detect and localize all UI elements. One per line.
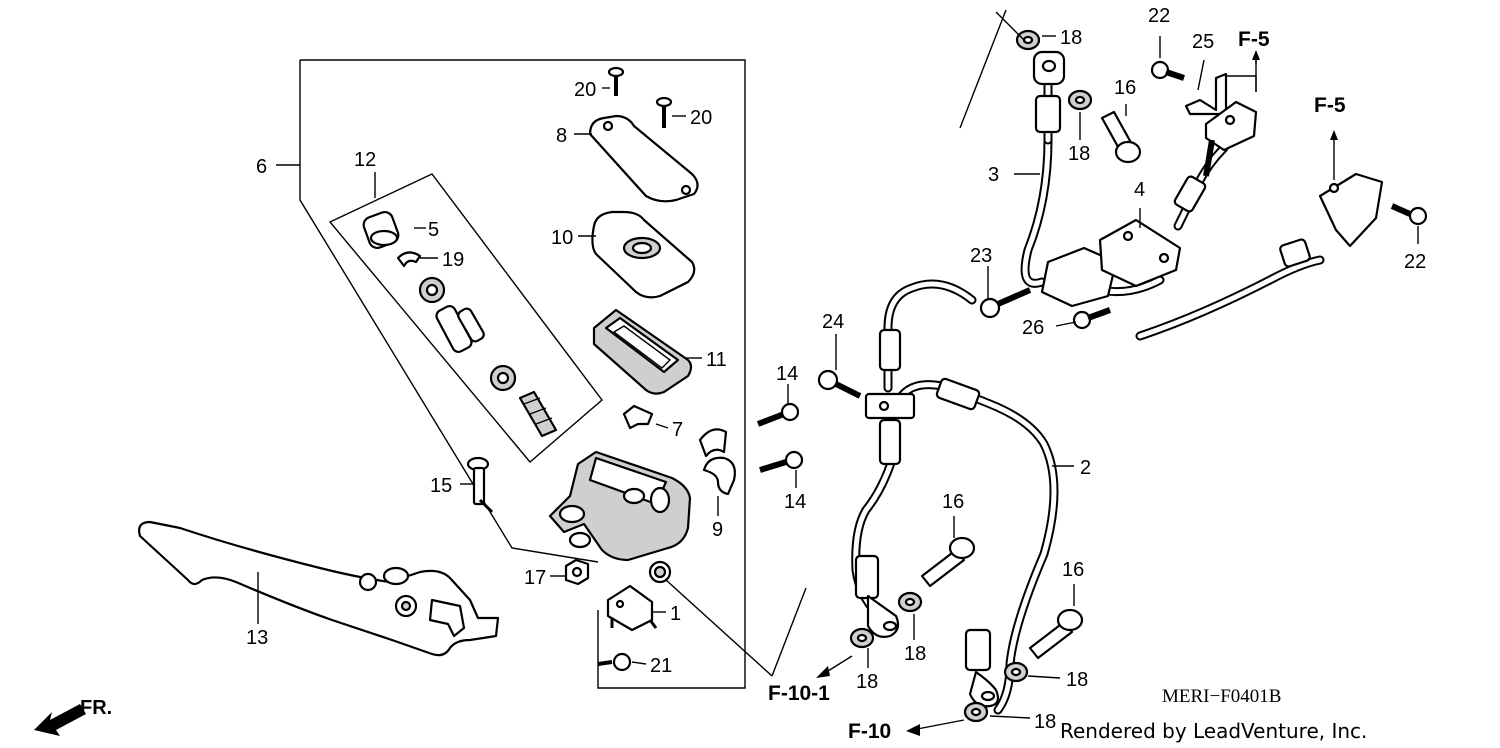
diaphragm (592, 308, 693, 395)
reference-labels: F-5 F-5 F-10-1 F-10 (768, 28, 1346, 743)
reservoir-cap (588, 114, 699, 203)
ref-f5-upper[interactable]: F-5 (1238, 28, 1270, 51)
callout-20a: 20 (574, 79, 596, 101)
callout-18f: 18 (1034, 711, 1056, 733)
callout-8: 8 (556, 125, 567, 147)
callout-16c: 16 (1062, 559, 1084, 581)
holder-clamp (698, 428, 736, 496)
switch-screw (597, 652, 632, 672)
callout-10: 10 (551, 227, 573, 249)
callout-26: 26 (1022, 317, 1044, 339)
callout-6: 6 (256, 156, 267, 178)
callout-7: 7 (672, 419, 683, 441)
callout-16a: 16 (1114, 77, 1136, 99)
union-bolts (920, 110, 1142, 660)
hose-clamp-upper (1203, 100, 1258, 177)
callout-14a: 14 (776, 363, 798, 385)
callout-16b: 16 (942, 491, 964, 513)
callout-4: 4 (1134, 179, 1145, 201)
callout-2: 2 (1080, 457, 1091, 479)
ref-f10[interactable]: F-10 (848, 720, 891, 743)
callout-12: 12 (354, 149, 376, 171)
callout-19: 19 (442, 249, 464, 271)
callout-18e: 18 (1066, 669, 1088, 691)
piston-kit-parts (362, 210, 558, 438)
callout-5: 5 (428, 219, 439, 241)
callout-13: 13 (246, 627, 268, 649)
mounting-bolts (756, 60, 1428, 473)
rendered-by-credit: Rendered by LeadVenture, Inc. (1060, 719, 1367, 743)
piston-kit-outline (328, 172, 603, 463)
pivot-nut (564, 558, 590, 586)
front-indicator: FR. (80, 697, 112, 719)
hose-clamp-lower (1318, 172, 1384, 248)
master-cylinder-assembly-outline (276, 59, 746, 689)
hose-bracket (1184, 72, 1228, 116)
callout-23: 23 (970, 245, 992, 267)
diagram-code: MERI−F0401B (1162, 686, 1281, 707)
master-cylinder-body (548, 450, 692, 584)
pivot-bolt (466, 456, 494, 514)
callout-labels: 1 2 3 4 5 6 7 8 9 10 11 12 13 14 14 15 1… (246, 5, 1426, 733)
ref-f5-right[interactable]: F-5 (1314, 94, 1346, 117)
brake-hoses (851, 75, 1325, 715)
callout-14b: 14 (784, 491, 806, 513)
ref-f10-1[interactable]: F-10-1 (768, 682, 830, 705)
callout-18c: 18 (904, 643, 926, 665)
callout-11: 11 (706, 349, 727, 371)
sealing-washers (849, 29, 1093, 723)
callout-22a: 22 (1148, 5, 1170, 27)
callout-21: 21 (650, 655, 672, 677)
callout-18d: 18 (856, 671, 878, 693)
hose-fittings (854, 50, 1311, 708)
callout-15: 15 (430, 475, 452, 497)
callout-24: 24 (822, 311, 844, 333)
callout-9: 9 (712, 519, 723, 541)
callout-25: 25 (1192, 31, 1214, 53)
callout-3: 3 (988, 164, 999, 186)
callout-22b: 22 (1404, 251, 1426, 273)
callout-20b: 20 (690, 107, 712, 129)
brake-lever (138, 520, 500, 657)
callout-18a: 18 (1060, 27, 1082, 49)
callout-17: 17 (524, 567, 546, 589)
front-direction-arrow-icon (34, 704, 86, 736)
callout-1: 1 (670, 603, 681, 625)
reservoir-cap-screws (607, 66, 673, 128)
hose-joint (1040, 218, 1182, 308)
reference-arrows (816, 50, 1338, 736)
boot-clip (622, 404, 654, 430)
stop-switch (606, 584, 658, 632)
callout-18b: 18 (1068, 143, 1090, 165)
